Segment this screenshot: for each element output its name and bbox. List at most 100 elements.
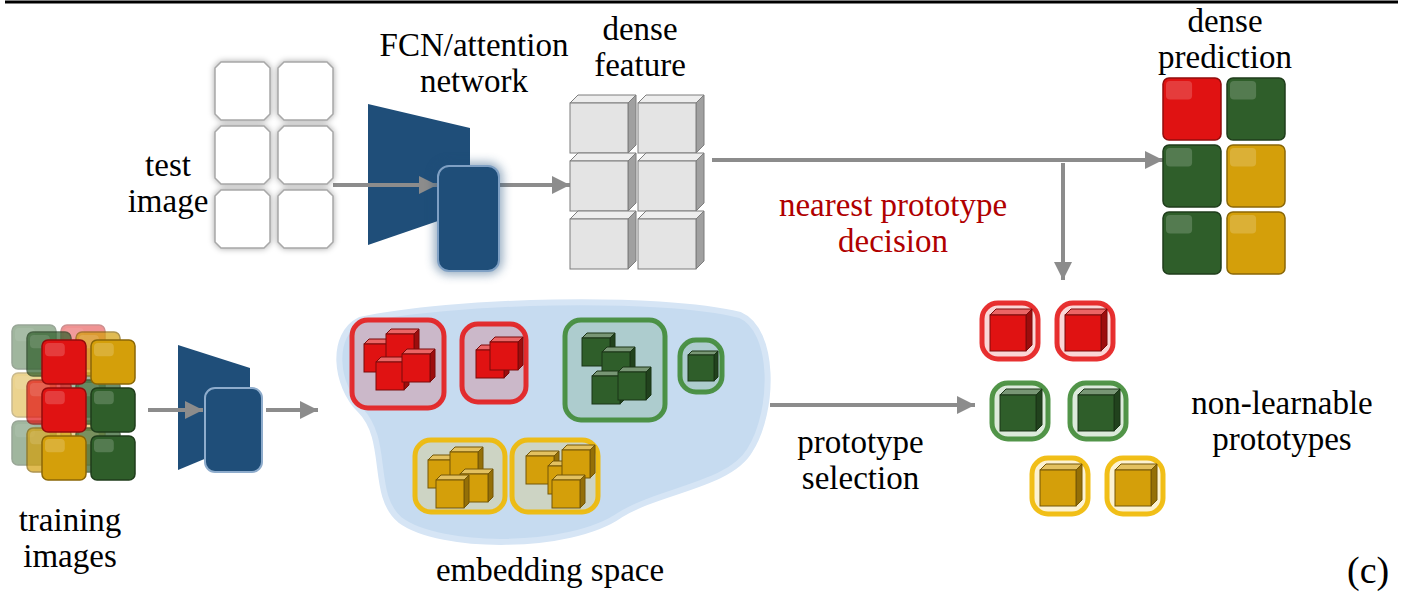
tile-gloss [1230,148,1256,167]
cube-front [1040,470,1076,506]
cluster-outline [1057,303,1113,359]
cube-side [646,367,651,400]
color-tile [42,436,86,480]
prediction-grid-art [1163,78,1287,275]
cube-side [1151,464,1157,506]
prototype-set: non-learnable prototypes [975,298,1160,523]
image-patch [278,62,333,120]
network-block: FCN/attention network [437,165,500,272]
cube-top [1065,309,1107,315]
tile-gloss [94,439,114,452]
cube-side [628,211,636,269]
tile-gloss [1230,215,1256,234]
cube-side [518,337,523,370]
cube-front [638,161,696,211]
node-label: non-learnable prototypes [1162,386,1402,457]
cube-side [696,211,704,269]
cube-front [376,362,404,390]
flow-arrow [712,158,1163,162]
color-tile [1227,78,1285,140]
cube-side [714,351,718,381]
cluster-outline [565,320,665,420]
cube-front [436,480,464,508]
cube-front [1078,395,1114,431]
cube-side [1101,309,1107,351]
color-tile [1227,212,1285,274]
tile-gloss [45,343,65,356]
decision-label: nearest prototype decision [743,188,1043,259]
tile-gloss [94,391,114,404]
flow-arrow [266,408,318,412]
image-patch [215,190,270,248]
training-stack-art [12,325,135,482]
cube-front [638,219,696,269]
cluster-outline [680,340,722,392]
cube-side [628,153,636,211]
cube-side [696,153,704,211]
cube-front [638,103,696,153]
cluster-outline [352,320,444,408]
cube-side [464,475,469,508]
image-grid: test image [215,62,333,248]
cube-side [488,469,493,502]
cluster-outline [512,440,598,512]
prototype-set-art [975,298,1160,523]
cube-front [570,161,628,211]
node-label: training images [0,503,145,574]
cube-top [1000,389,1042,395]
cluster-outline [992,383,1048,439]
cube-front [1000,395,1036,431]
cube-front [592,376,620,404]
flow-arrow [333,183,437,187]
cube-top [1078,389,1120,395]
cube-front [490,342,518,370]
tile-gloss [45,439,65,452]
tile-gloss [1166,148,1192,167]
image-grid-art [215,62,333,248]
image-patch [215,126,270,184]
cube-top [990,309,1032,315]
color-tile [42,388,86,432]
training-stack: training images [12,325,135,482]
node-label: dense feature [570,12,710,83]
color-tile [1163,78,1221,140]
embedding-region-art [330,300,770,548]
cube-side [1114,389,1120,431]
tile-gloss [94,343,114,356]
color-tile [91,388,135,432]
feature-grid: dense feature [570,95,712,269]
image-patch [215,62,270,120]
cube-front [402,354,430,382]
decision-arrow [1061,163,1065,280]
cube-top [570,153,636,161]
cube-top [638,211,704,219]
cube-side [580,475,585,508]
cube-side [1026,309,1032,351]
cube-side [430,349,435,382]
cube-top [570,95,636,103]
cube-top [688,351,718,355]
network-core [205,388,262,472]
cube-side [1036,389,1042,431]
feature-grid-art [570,95,712,269]
node-label: embedding space [390,553,710,589]
color-tile [91,436,135,480]
cube-front [562,450,590,478]
flow-arrow [770,403,975,407]
node-label: test image [121,148,216,219]
image-patch [278,190,333,248]
node-label: FCN/attention network [357,28,592,99]
cluster-outline [982,303,1038,359]
panel-tag: (c) [1347,550,1407,591]
cluster-outline [462,324,526,402]
cube-side [590,445,595,478]
tile-gloss [1166,215,1192,234]
network-block-art [439,167,498,270]
cube-top [1040,464,1082,470]
color-tile [1163,212,1221,274]
cube-top [638,95,704,103]
cube-front [618,372,646,400]
cluster-outline [1107,458,1163,514]
flow-arrow [148,408,203,412]
color-tile [42,340,86,384]
